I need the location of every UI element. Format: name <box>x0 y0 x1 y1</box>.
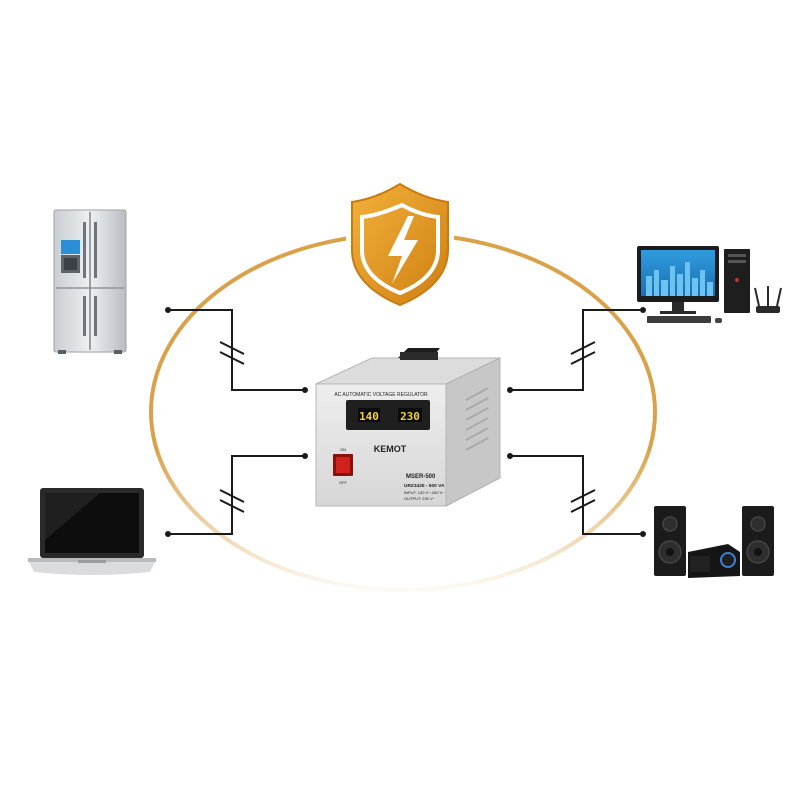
input-spec: INPUT: 130 V~-260 V~ <box>404 490 445 495</box>
output-voltage-readout: 230 <box>400 410 420 423</box>
switch-on-label: ON <box>340 447 346 452</box>
shield-lightning-icon <box>346 178 454 312</box>
wire-terminals <box>165 307 646 537</box>
carry-handle <box>398 348 440 360</box>
switch-off-label: OFF <box>339 480 348 485</box>
lightning-bolt <box>388 216 418 284</box>
wiring <box>168 309 643 535</box>
stereo-system-icon <box>654 506 774 578</box>
input-voltage-readout: 140 <box>359 410 379 423</box>
brand-logo: KEMOT <box>374 444 407 454</box>
output-spec: OUTPUT: 230 V~ <box>404 496 436 501</box>
display-panel <box>346 400 430 430</box>
refrigerator-icon <box>53 209 127 354</box>
laptop-icon <box>28 488 156 575</box>
voltage-regulator: AC AUTOMATIC VOLTAGE REGULATOR 140 230 K… <box>315 348 501 507</box>
model-label: MSER-500 <box>406 474 436 480</box>
desktop-computer-icon <box>637 246 782 323</box>
regulator-header: AC AUTOMATIC VOLTAGE REGULATOR <box>334 392 428 398</box>
model-code: URZ3425 - 500 VA <box>404 483 445 489</box>
